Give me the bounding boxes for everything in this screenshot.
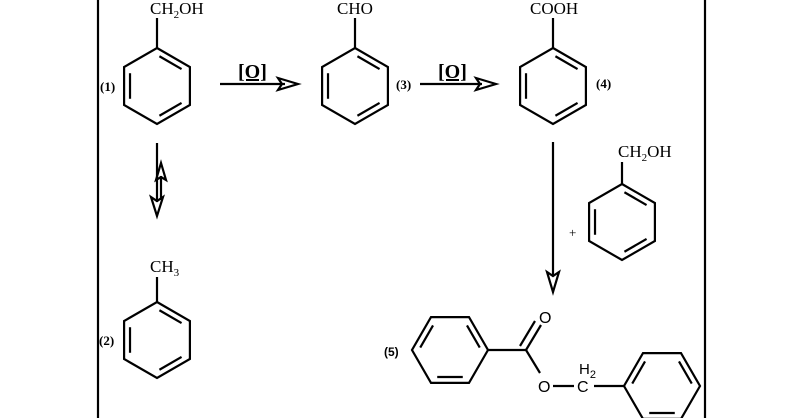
double-bond <box>554 55 579 70</box>
c5-label: (5) <box>384 345 399 359</box>
bond-carbonyl <box>519 320 536 347</box>
double-bond <box>158 309 183 324</box>
methylene-carbon: C <box>577 379 589 396</box>
c1-substituent: CH2OH <box>150 0 204 21</box>
plus-sign: + <box>569 225 576 240</box>
c3-label: (3) <box>396 77 411 92</box>
c4-label: (4) <box>596 76 611 91</box>
benzene-ring-reagent <box>587 182 657 262</box>
arrow-head <box>149 194 165 220</box>
c1-label: (1) <box>100 79 115 94</box>
c4-substituent: COOH <box>530 0 578 18</box>
double-bond <box>356 55 381 70</box>
arrow-head <box>275 76 302 92</box>
double-bond <box>158 55 183 70</box>
double-bond <box>678 360 693 385</box>
bond <box>525 349 541 374</box>
arrow-head <box>545 269 561 296</box>
double-bond <box>419 324 434 349</box>
benzene-ring-5b <box>622 351 702 418</box>
double-bond <box>623 238 648 253</box>
double-bond <box>623 191 648 206</box>
double-bond <box>631 360 646 385</box>
double-bond <box>466 324 481 349</box>
reagent-substituent: CH2OH <box>618 142 672 164</box>
double-bond <box>356 102 381 117</box>
arrow-head <box>473 76 500 92</box>
carbonyl-oxygen: O <box>539 310 551 327</box>
c2-label: (2) <box>99 333 114 348</box>
benzene-ring-2 <box>122 300 192 380</box>
c2-substituent: CH3 <box>150 257 180 279</box>
benzene-ring-3 <box>320 46 390 126</box>
benzene-ring-4 <box>518 46 588 126</box>
methylene-hydrogens: H2 <box>579 361 596 381</box>
benzene-ring-1 <box>122 46 192 126</box>
oxidation-label-2: [O] <box>438 61 467 83</box>
bond-carbonyl <box>525 324 542 351</box>
double-bond <box>554 102 579 117</box>
benzene-ring-5a <box>410 315 490 385</box>
ester-oxygen: O <box>538 379 550 396</box>
double-bond <box>158 102 183 117</box>
oxidation-label-1: [O] <box>238 61 267 83</box>
arrow-head <box>154 159 168 183</box>
c3-substituent: CHO <box>337 0 373 18</box>
double-bond <box>158 356 183 371</box>
